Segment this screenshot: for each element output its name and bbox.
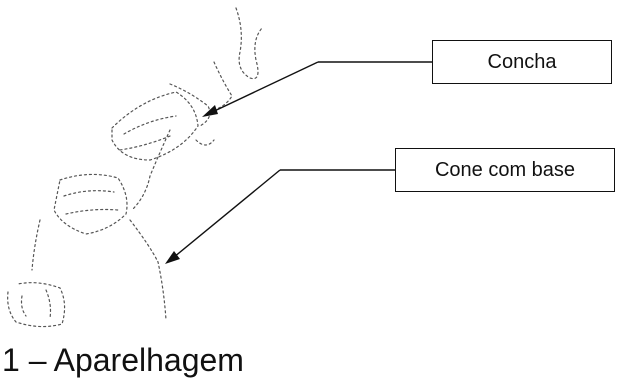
concha-arrowhead xyxy=(202,105,218,117)
concha-pointer xyxy=(205,61,432,116)
label-concha: Concha xyxy=(432,40,612,84)
label-cone-com-base: Cone com base xyxy=(395,148,615,192)
cone-pointer xyxy=(167,169,395,263)
cone-arrowhead xyxy=(165,251,180,264)
apparatus-sketch xyxy=(7,7,263,328)
figure-caption: 1 – Aparelhagem xyxy=(2,342,244,378)
